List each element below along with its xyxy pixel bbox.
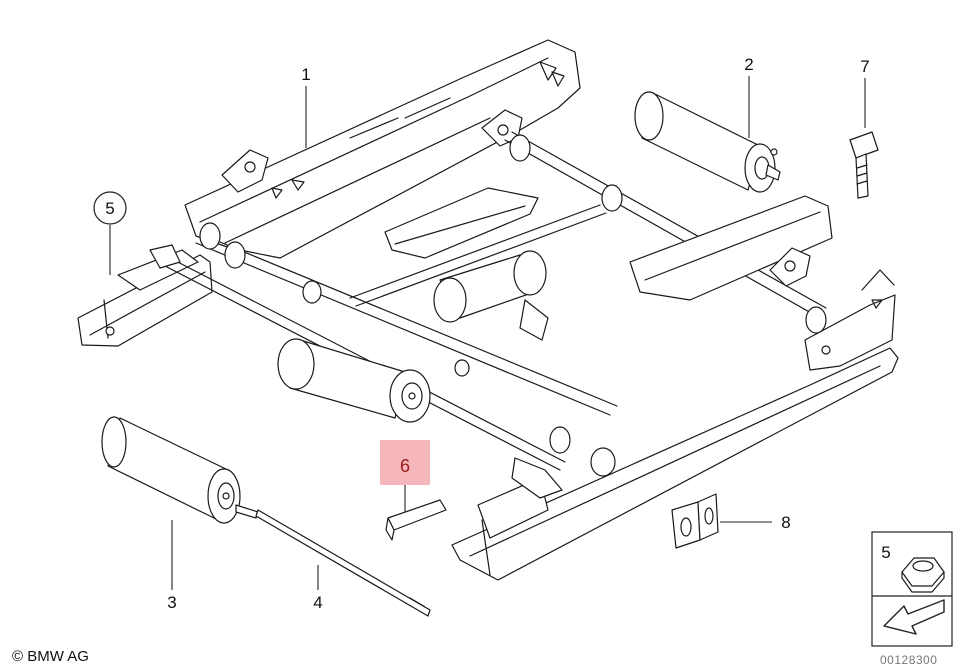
nut-icon xyxy=(901,557,945,593)
part-7-bolt xyxy=(849,131,879,199)
legend-box: 5 xyxy=(871,531,953,647)
right-upper-frame xyxy=(629,195,833,301)
part-8-bracket xyxy=(671,493,719,549)
front-frame-motor xyxy=(277,338,431,423)
part-1-frame-plate xyxy=(184,39,581,259)
callouts: 1 2 7 5 3 4 6 8 xyxy=(93,55,870,612)
part-3-motor xyxy=(101,416,259,524)
rod-bearings xyxy=(149,134,827,499)
left-seat-rail xyxy=(77,249,213,347)
callout-5-circle xyxy=(93,191,127,225)
callout-6: 6 xyxy=(400,456,410,476)
part-2-motor xyxy=(634,91,781,193)
leader-lines xyxy=(109,76,866,590)
callout-2: 2 xyxy=(744,55,753,74)
direction-arrow-icon xyxy=(883,599,945,635)
callout-5: 5 xyxy=(105,199,114,218)
right-seat-rail xyxy=(451,269,899,581)
part-6-clip xyxy=(385,499,447,541)
highlight-box xyxy=(380,440,430,485)
copyright-text: © BMW AG xyxy=(12,648,89,665)
part-4-shaft xyxy=(255,509,431,617)
callout-7: 7 xyxy=(860,57,869,76)
callout-3: 3 xyxy=(167,593,176,612)
image-id-text: 00128300 xyxy=(880,653,938,667)
legend-callout-5: 5 xyxy=(881,543,890,562)
callout-8: 8 xyxy=(781,513,790,532)
callout-4: 4 xyxy=(313,593,322,612)
center-motor xyxy=(433,250,549,341)
center-link-plate xyxy=(384,187,539,259)
callout-1: 1 xyxy=(301,65,310,84)
